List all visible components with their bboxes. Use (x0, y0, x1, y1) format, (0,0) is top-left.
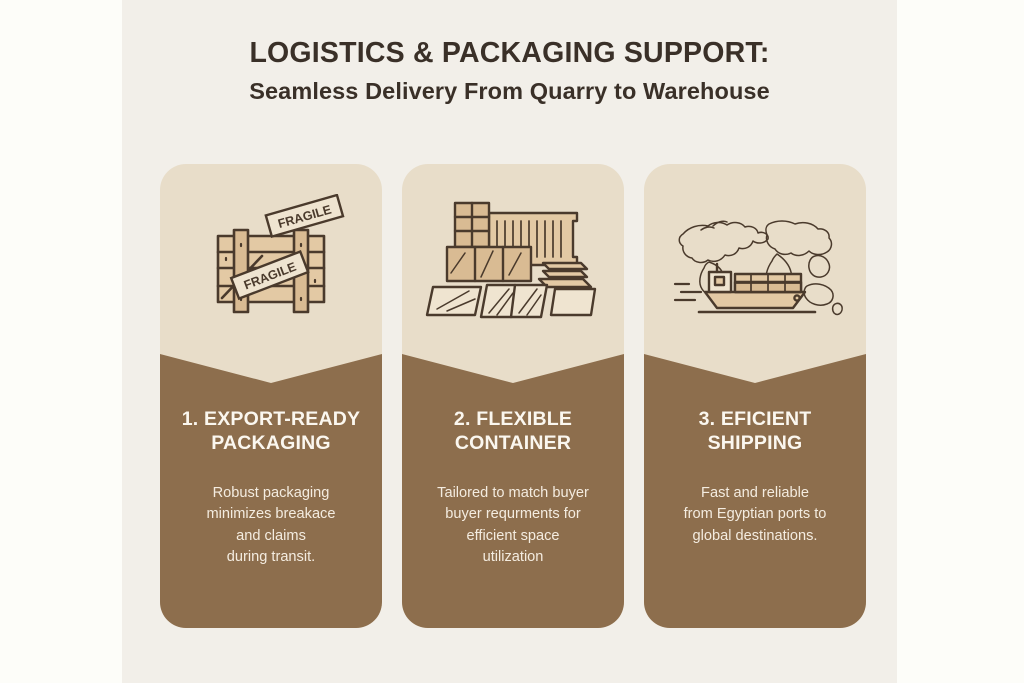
card-text-block: 1. EXPORT-READY PACKAGING Robust packagi… (160, 408, 382, 568)
card-export-ready-packaging[interactable]: FRAGILE FRAGILE 1. EXPORT-READY PACKAGIN… (160, 164, 382, 628)
fragile-crate-icon: FRAGILE FRAGILE (160, 164, 382, 354)
card-heading: 1. EXPORT-READY PACKAGING (181, 408, 361, 454)
page-title: LOGISTICS & PACKAGING SUPPORT: (249, 37, 770, 69)
card-description: Tailored to match buyer buyer requrments… (437, 485, 589, 565)
card-heading: 2. FLEXIBLE CONTAINER (453, 408, 573, 454)
card-description: Robust packaging minimizes breakace and … (206, 485, 336, 565)
card-heading: 3. EFICIENT SHIPPING (698, 408, 812, 454)
cards-row: FRAGILE FRAGILE 1. EXPORT-READY PACKAGIN… (160, 164, 866, 628)
infographic-panel: LOGISTICS & PACKAGING SUPPORT: Seamless … (122, 0, 897, 683)
card-description: Fast and reliable from Egyptian ports to… (683, 485, 827, 544)
card-body-panel (160, 354, 382, 628)
card-text-block: 3. EFICIENT SHIPPING Fast and reliable f… (644, 408, 866, 547)
card-body-panel (644, 354, 866, 628)
heading-block: LOGISTICS & PACKAGING SUPPORT: Seamless … (122, 36, 897, 106)
cargo-ship-world-map-icon (644, 164, 866, 354)
card-eficient-shipping[interactable]: 3. EFICIENT SHIPPING Fast and reliable f… (644, 164, 866, 628)
card-body-panel (402, 354, 624, 628)
page-subtitle: Seamless Delivery From Quarry to Warehou… (249, 77, 770, 104)
card-flexible-container[interactable]: 2. FLEXIBLE CONTAINER Tailored to match … (402, 164, 624, 628)
shipping-container-slabs-icon (402, 164, 624, 354)
card-text-block: 2. FLEXIBLE CONTAINER Tailored to match … (402, 408, 624, 568)
